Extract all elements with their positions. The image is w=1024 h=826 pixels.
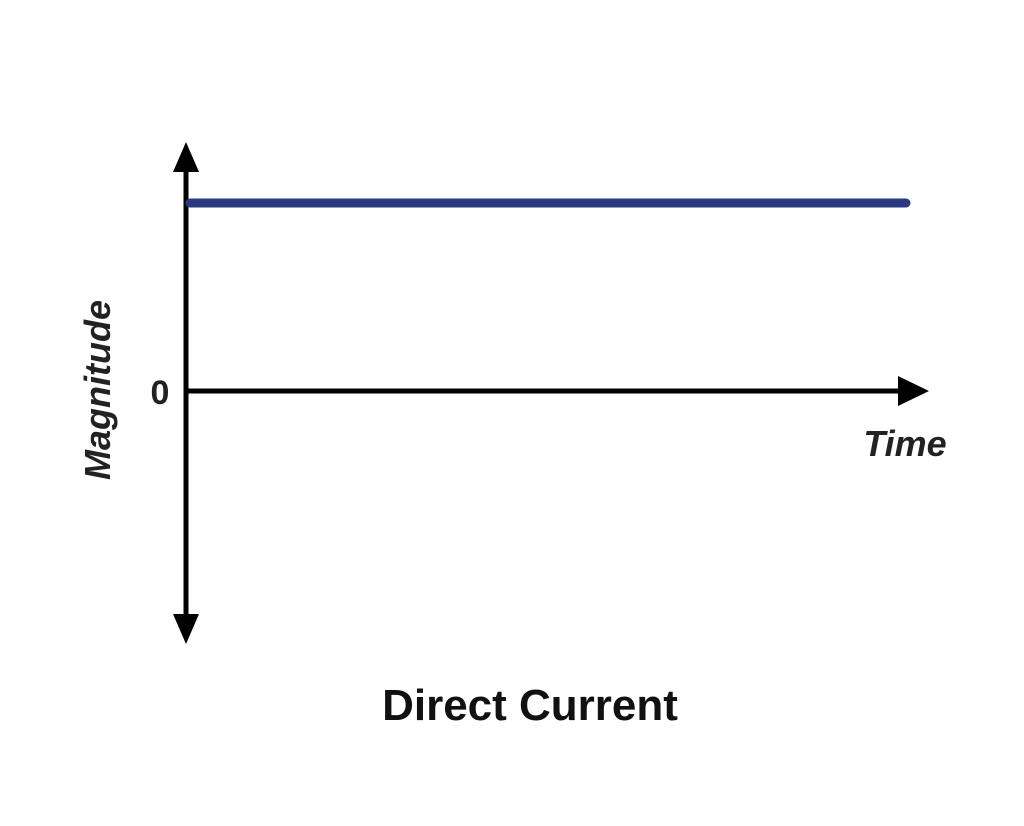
x-axis-right-arrow (898, 376, 929, 406)
x-axis-label: Time (863, 423, 946, 464)
y-axis-label: Magnitude (77, 300, 118, 480)
chart-title: Direct Current (382, 681, 678, 730)
axes (173, 142, 929, 644)
y-axis-up-arrow (173, 142, 199, 172)
y-axis-down-arrow (173, 614, 199, 644)
y-zero-tick-label: 0 (151, 374, 170, 412)
